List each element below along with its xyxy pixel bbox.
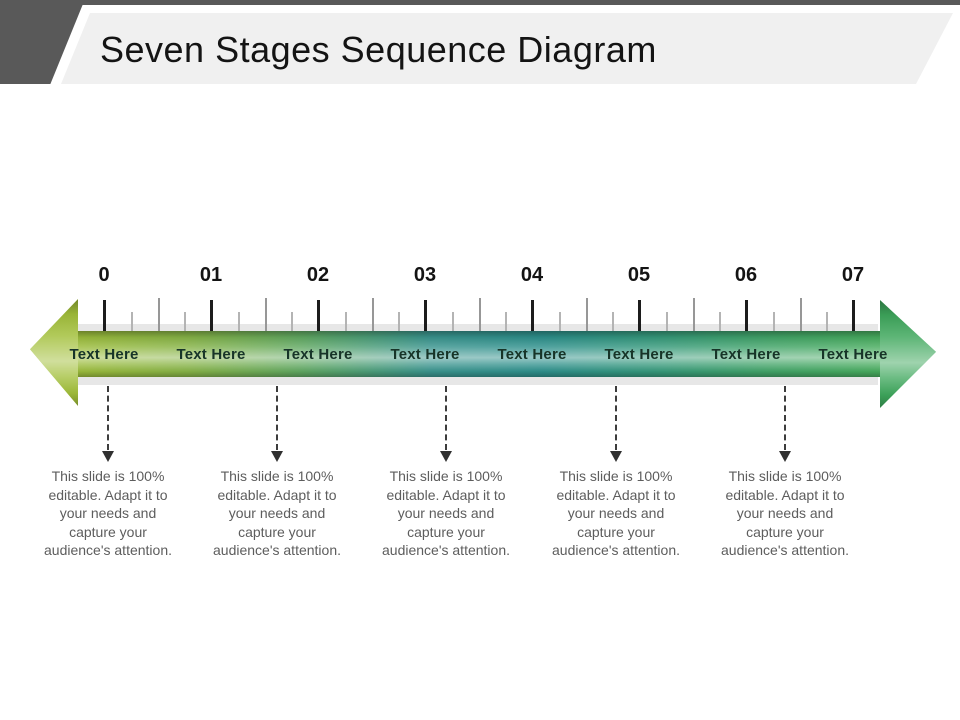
tick-minor: [184, 312, 187, 331]
tick-minor: [398, 312, 401, 331]
stage-label-3[interactable]: Text Here: [390, 346, 460, 363]
tick-medium: [585, 298, 588, 331]
stage-label-7[interactable]: Text Here: [818, 346, 888, 363]
dashed-connector: [276, 386, 278, 450]
callout-text-4[interactable]: This slide is 100% editable. Adapt it to…: [721, 468, 849, 558]
tick-medium: [799, 298, 802, 331]
tick-minor: [505, 312, 508, 331]
callout-1: This slide is 100% editable. Adapt it to…: [187, 386, 367, 560]
stage-number-7: 07: [841, 264, 865, 286]
stage-number-5: 05: [627, 264, 651, 286]
header-accent-strip: [0, 0, 960, 5]
tick-minor: [451, 312, 454, 331]
tick-minor: [237, 312, 240, 331]
tick-medium: [371, 298, 374, 331]
stage-number-1: 01: [199, 264, 223, 286]
callout-text-1[interactable]: This slide is 100% editable. Adapt it to…: [213, 468, 341, 558]
tick-medium: [157, 298, 160, 331]
stage-number-3: 03: [413, 264, 437, 286]
timeline-bar: [77, 331, 881, 377]
tick-medium: [264, 298, 267, 331]
down-arrow-icon: [440, 451, 452, 462]
down-arrow-icon: [610, 451, 622, 462]
tick-medium: [692, 298, 695, 331]
dashed-connector: [445, 386, 447, 450]
stage-label-0[interactable]: Text Here: [69, 346, 139, 363]
tick-major: [210, 300, 213, 332]
tick-minor: [344, 312, 347, 331]
stage-label-6[interactable]: Text Here: [711, 346, 781, 363]
tick-minor: [558, 312, 561, 331]
tick-minor: [130, 312, 133, 331]
tick-minor: [665, 312, 668, 331]
stage-number-2: 02: [306, 264, 330, 286]
tick-minor: [826, 312, 829, 331]
dashed-connector: [784, 386, 786, 450]
dashed-connector: [615, 386, 617, 450]
callout-2: This slide is 100% editable. Adapt it to…: [356, 386, 536, 560]
callout-text-3[interactable]: This slide is 100% editable. Adapt it to…: [552, 468, 680, 558]
stage-label-5[interactable]: Text Here: [604, 346, 674, 363]
callout-text-2[interactable]: This slide is 100% editable. Adapt it to…: [382, 468, 510, 558]
tick-major: [638, 300, 641, 332]
tick-medium: [478, 298, 481, 331]
stage-number-6: 06: [734, 264, 758, 286]
callout-4: This slide is 100% editable. Adapt it to…: [695, 386, 875, 560]
dashed-connector: [107, 386, 109, 450]
down-arrow-icon: [779, 451, 791, 462]
down-arrow-icon: [102, 451, 114, 462]
stage-label-1[interactable]: Text Here: [176, 346, 246, 363]
tick-minor: [772, 312, 775, 331]
stage-label-2[interactable]: Text Here: [283, 346, 353, 363]
callout-text-0[interactable]: This slide is 100% editable. Adapt it to…: [44, 468, 172, 558]
callout-3: This slide is 100% editable. Adapt it to…: [526, 386, 706, 560]
tick-minor: [291, 312, 294, 331]
stage-label-4[interactable]: Text Here: [497, 346, 567, 363]
tick-major: [424, 300, 427, 332]
callout-0: This slide is 100% editable. Adapt it to…: [18, 386, 198, 560]
title-banner: Seven Stages Sequence Diagram: [61, 13, 953, 84]
tick-minor: [719, 312, 722, 331]
tick-major: [103, 300, 106, 332]
down-arrow-icon: [271, 451, 283, 462]
slide-title[interactable]: Seven Stages Sequence Diagram: [100, 28, 657, 70]
tick-major: [745, 300, 748, 332]
tick-minor: [612, 312, 615, 331]
stage-number-0: 0: [98, 264, 110, 286]
stage-number-4: 04: [520, 264, 544, 286]
tick-major: [531, 300, 534, 332]
tick-major: [317, 300, 320, 332]
tick-major: [852, 300, 855, 332]
